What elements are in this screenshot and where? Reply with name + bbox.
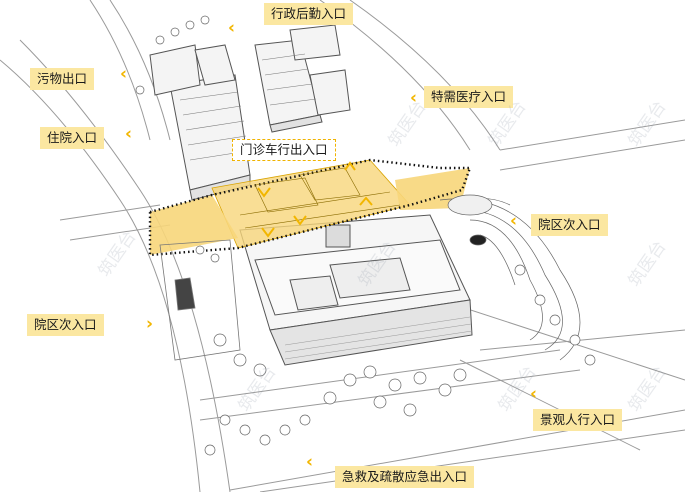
landscape-arrow-icon: ‹: [530, 384, 538, 404]
waste-exit-arrow-icon: ‹: [120, 64, 128, 84]
zone-internal-lines: [239, 167, 401, 229]
label-outpatient-vehicle-exit: 门诊车行出入口: [232, 139, 336, 161]
label-campus-secondary-entrance-west: 院区次入口: [27, 314, 104, 336]
inpatient-arrow-icon: ‹: [125, 124, 133, 144]
label-admin-logistics-entrance: 行政后勤入口: [264, 3, 354, 25]
label-emergency-evacuation-exit: 急救及疏散应急出入口: [335, 466, 475, 488]
emergency-arrow-icon: ‹: [306, 452, 314, 472]
east-landscape-terraces: [439, 194, 581, 361]
label-inpatient-entrance: 住院入口: [40, 127, 105, 149]
north-buildings: [149, 24, 351, 201]
trees: [135, 15, 596, 456]
west-secondary-arrow-icon: ›: [146, 314, 154, 334]
label-campus-secondary-entrance-east: 院区次入口: [531, 214, 608, 236]
zone-arrows: [257, 161, 373, 238]
vehicle-route-dotted: [148, 158, 472, 257]
label-landscape-pedestrian-entrance: 景观人行入口: [533, 409, 623, 431]
special-care-arrow-icon: ‹: [410, 88, 418, 108]
west-parking: [159, 239, 241, 361]
main-complex: [239, 214, 473, 366]
rooftop-details: [179, 53, 317, 161]
east-secondary-arrow-icon: ‹: [510, 211, 518, 231]
label-special-care-entrance: 特需医疗入口: [424, 86, 514, 108]
label-waste-exit: 污物出口: [30, 68, 95, 90]
admin-entrance-arrow-icon: ‹: [228, 18, 236, 38]
main-complex-facade-lines: [284, 316, 473, 360]
